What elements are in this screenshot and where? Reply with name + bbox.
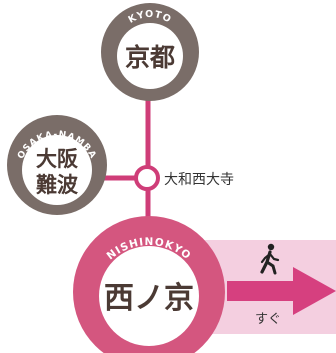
walk-arrow — [227, 267, 336, 315]
station-yamato-saidaiji-name: 大和西大寺 — [164, 172, 234, 188]
walk-label: すぐ — [255, 312, 281, 327]
station-yamato-saidaiji: 大和西大寺 — [134, 165, 234, 191]
station-osaka-namba-name-line1: 大阪 — [36, 146, 79, 171]
station-kyoto: KYOTO 京都 — [101, 3, 199, 101]
station-kyoto-romaji: KYOTO — [127, 9, 174, 26]
station-osaka-namba-name-line2: 難波 — [36, 172, 79, 197]
station-osaka-namba: OSAKA-NAMBA 大阪 難波 — [7, 115, 107, 215]
walking-person-icon — [260, 243, 280, 275]
station-nishinokyo-name: 西ノ京 — [104, 281, 194, 316]
station-nishinokyo: NISHINOKYO 西ノ京 — [73, 216, 225, 353]
station-kyoto-name: 京都 — [125, 43, 175, 72]
